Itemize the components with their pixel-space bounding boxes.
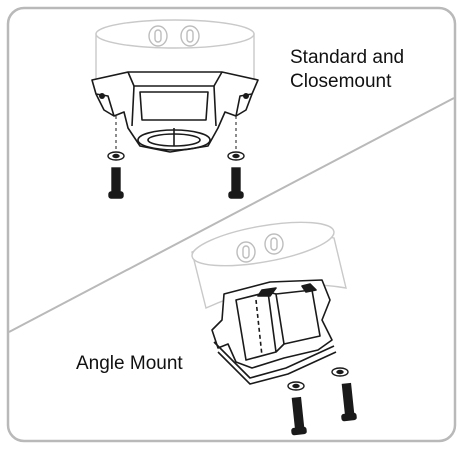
angle-bracket (211, 279, 337, 385)
housing-screw-slot-icon (148, 25, 168, 47)
standard-housing (95, 19, 255, 85)
standard-mount-label: Standard and Closemount (290, 46, 404, 94)
angle-housing (191, 221, 347, 309)
standard-bracket (91, 71, 259, 153)
screw-icon (287, 381, 307, 436)
angle-mount-label: Angle Mount (76, 353, 183, 374)
standard-mount-label-line2: Closemount (290, 71, 392, 92)
divider-line (8, 97, 455, 333)
screw-icon (107, 151, 125, 199)
screw-icon (227, 151, 245, 199)
housing-screw-slot-icon (236, 241, 256, 263)
diagram-frame (6, 6, 457, 443)
housing-screw-slot-icon (180, 25, 200, 47)
screw-icon (331, 367, 357, 422)
angle-mount-illustration (191, 221, 357, 436)
housing-screw-slot-icon (264, 233, 284, 255)
screw-guide-lines (115, 116, 237, 152)
standard-mount-illustration (91, 19, 259, 199)
standard-mount-label-line1: Standard and (290, 47, 405, 68)
